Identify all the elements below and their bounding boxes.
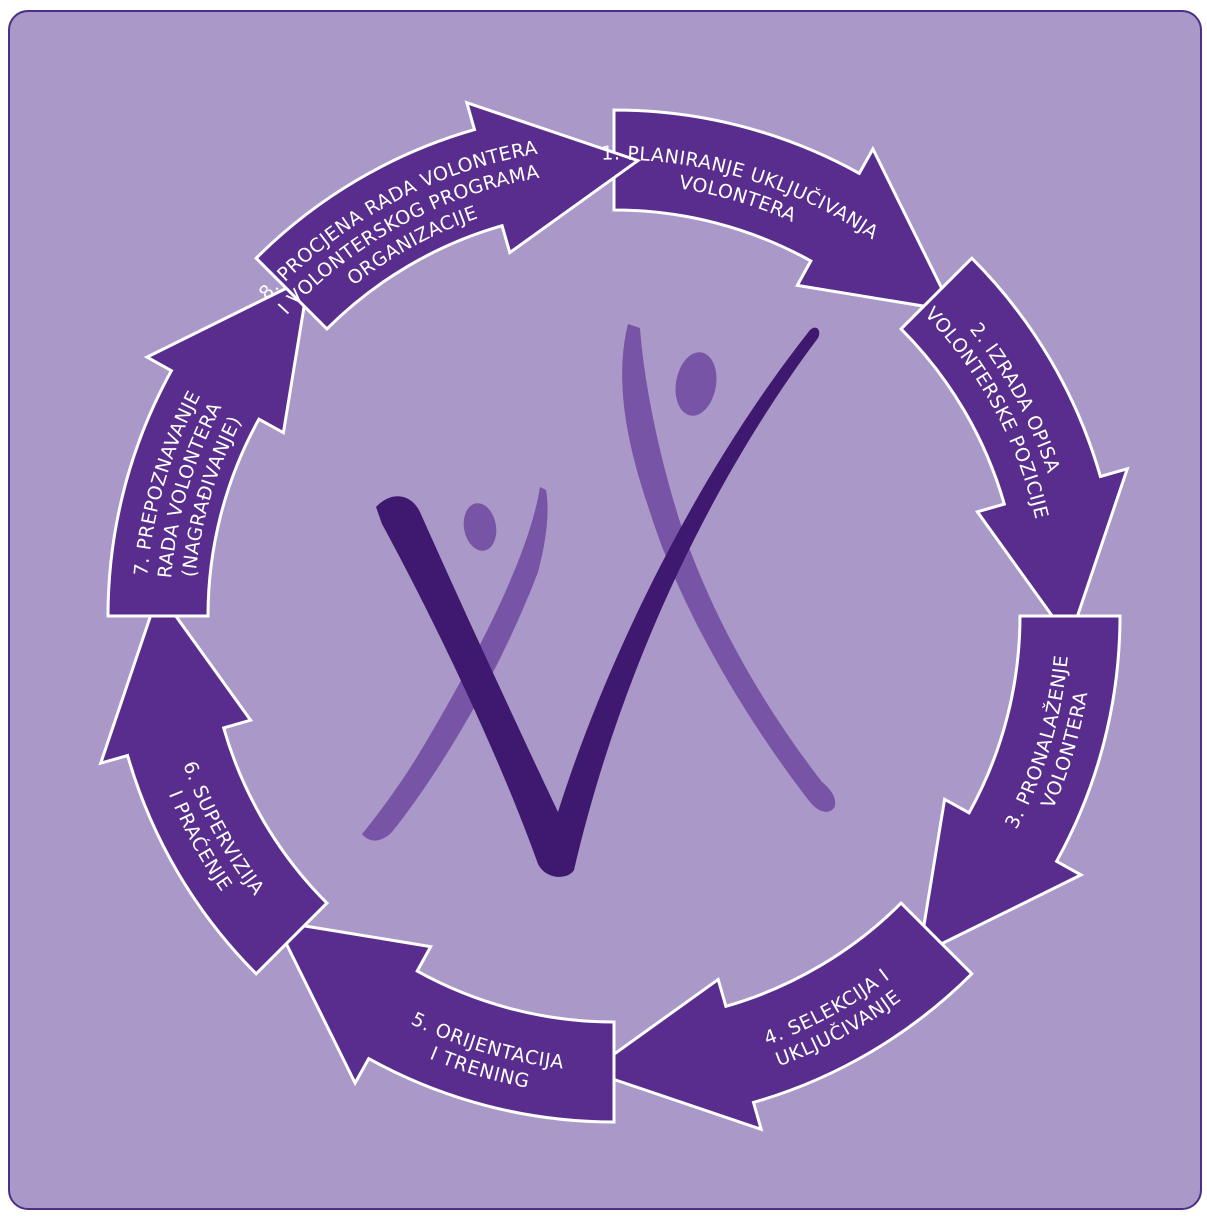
logo-light-figure-stroke xyxy=(622,324,836,812)
logo-light-head-2 xyxy=(463,503,497,551)
cycle-arrow-selekcija xyxy=(586,900,974,1132)
cycle-arrows xyxy=(98,100,1130,1132)
cycle-arrow-procjena xyxy=(254,100,642,332)
volunteer-figures-logo-icon xyxy=(362,324,836,877)
cycle-arrow-supervizija xyxy=(98,588,330,976)
logo-light-head xyxy=(675,352,717,416)
logo-dark-v-stroke xyxy=(376,327,820,877)
